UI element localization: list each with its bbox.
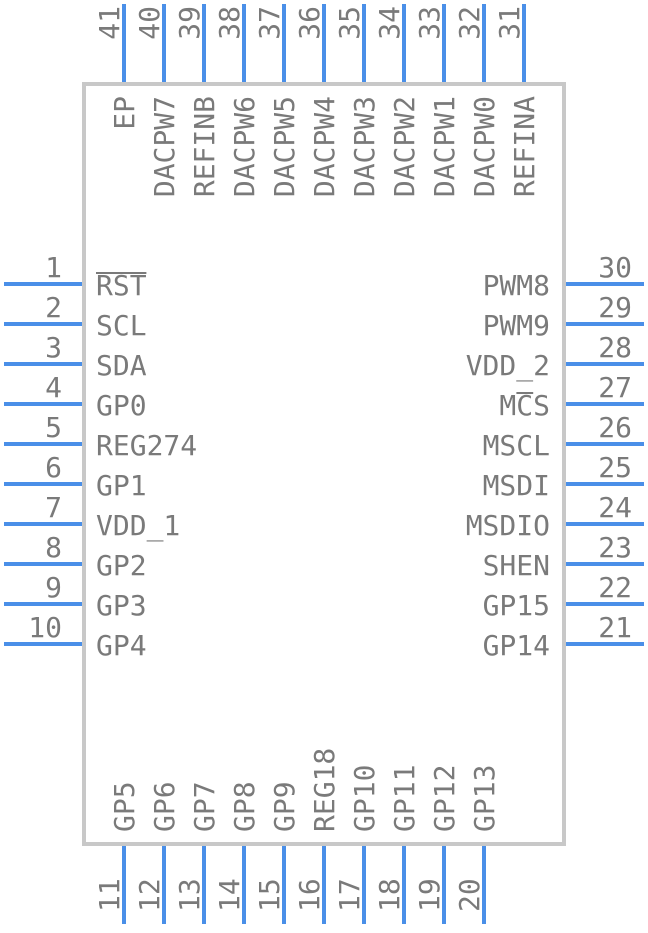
pin-name-16: REG18	[308, 748, 341, 832]
pin-name-27: MCS	[499, 389, 550, 422]
pin-number-30: 30	[598, 251, 632, 284]
pin-number-10: 10	[28, 611, 62, 644]
pin-number-14: 14	[213, 878, 246, 912]
pin-name-33: DACPW1	[428, 96, 461, 197]
pin-number-38: 38	[213, 6, 246, 40]
pin-name-34: DACPW2	[388, 96, 421, 197]
pin-name-35: DACPW3	[348, 96, 381, 197]
pin-name-37: DACPW5	[268, 96, 301, 197]
pin-name-21: GP14	[483, 629, 550, 662]
pin-name-11: GP5	[108, 781, 141, 832]
pin-number-4: 4	[45, 371, 62, 404]
pin-number-37: 37	[253, 6, 286, 40]
pin-name-13: GP7	[188, 781, 221, 832]
pin-number-15: 15	[253, 878, 286, 912]
pin-number-7: 7	[45, 491, 62, 524]
pin-number-16: 16	[293, 878, 326, 912]
pin-number-19: 19	[413, 878, 446, 912]
pin-number-33: 33	[413, 6, 446, 40]
pin-name-3: SDA	[96, 349, 147, 382]
pin-number-13: 13	[173, 878, 206, 912]
pin-name-4: GP0	[96, 389, 147, 422]
pin-number-41: 41	[93, 6, 126, 40]
pin-name-1: RST	[96, 269, 147, 302]
pin-number-2: 2	[45, 291, 62, 324]
pin-number-21: 21	[598, 611, 632, 644]
pin-number-12: 12	[133, 878, 166, 912]
pin-number-20: 20	[453, 878, 486, 912]
pin-name-25: MSDI	[483, 469, 550, 502]
pin-number-8: 8	[45, 531, 62, 564]
pin-name-10: GP4	[96, 629, 147, 662]
pin-number-34: 34	[373, 6, 406, 40]
pin-name-40: DACPW7	[148, 96, 181, 197]
pin-name-38: DACPW6	[228, 96, 261, 197]
pin-number-17: 17	[333, 878, 366, 912]
pin-number-32: 32	[453, 6, 486, 40]
pin-number-5: 5	[45, 411, 62, 444]
pin-number-31: 31	[493, 6, 526, 40]
pin-number-36: 36	[293, 6, 326, 40]
pin-name-5: REG274	[96, 429, 197, 462]
pin-name-9: GP3	[96, 589, 147, 622]
pin-name-28: VDD_2	[466, 349, 550, 383]
pin-number-24: 24	[598, 491, 632, 524]
pin-number-25: 25	[598, 451, 632, 484]
pin-name-32: DACPW0	[468, 96, 501, 197]
pin-name-31: REFINA	[508, 96, 541, 197]
pin-name-15: GP9	[268, 781, 301, 832]
pin-name-7: VDD_1	[96, 509, 180, 543]
pin-name-30: PWM8	[483, 269, 550, 302]
pin-name-8: GP2	[96, 549, 147, 582]
pin-number-27: 27	[598, 371, 632, 404]
pin-name-26: MSCL	[483, 429, 550, 462]
pin-number-40: 40	[133, 6, 166, 40]
pin-number-11: 11	[93, 878, 126, 912]
pin-name-20: GP13	[468, 765, 501, 832]
pin-name-22: GP15	[483, 589, 550, 622]
pin-name-41: EP	[108, 96, 141, 130]
ic-body	[82, 82, 566, 846]
pin-number-3: 3	[45, 331, 62, 364]
pin-number-23: 23	[598, 531, 632, 564]
pin-number-6: 6	[45, 451, 62, 484]
pin-number-1: 1	[45, 251, 62, 284]
pin-name-36: DACPW4	[308, 96, 341, 197]
pin-name-6: GP1	[96, 469, 147, 502]
pin-name-14: GP8	[228, 781, 261, 832]
pin-number-22: 22	[598, 571, 632, 604]
pin-number-9: 9	[45, 571, 62, 604]
pin-name-2: SCL	[96, 309, 147, 342]
pin-name-17: GP10	[348, 765, 381, 832]
pin-name-23: SHEN	[483, 549, 550, 582]
pin-number-39: 39	[173, 6, 206, 40]
pin-number-35: 35	[333, 6, 366, 40]
pin-number-28: 28	[598, 331, 632, 364]
pin-number-26: 26	[598, 411, 632, 444]
pin-name-19: GP12	[428, 765, 461, 832]
pin-name-24: MSDIO	[466, 509, 550, 542]
pin-number-18: 18	[373, 878, 406, 912]
pin-number-29: 29	[598, 291, 632, 324]
pin-name-39: REFINB	[188, 96, 221, 197]
pin-name-12: GP6	[148, 781, 181, 832]
pin-name-29: PWM9	[483, 309, 550, 342]
pin-name-18: GP11	[388, 765, 421, 832]
pins-layer	[4, 4, 644, 924]
